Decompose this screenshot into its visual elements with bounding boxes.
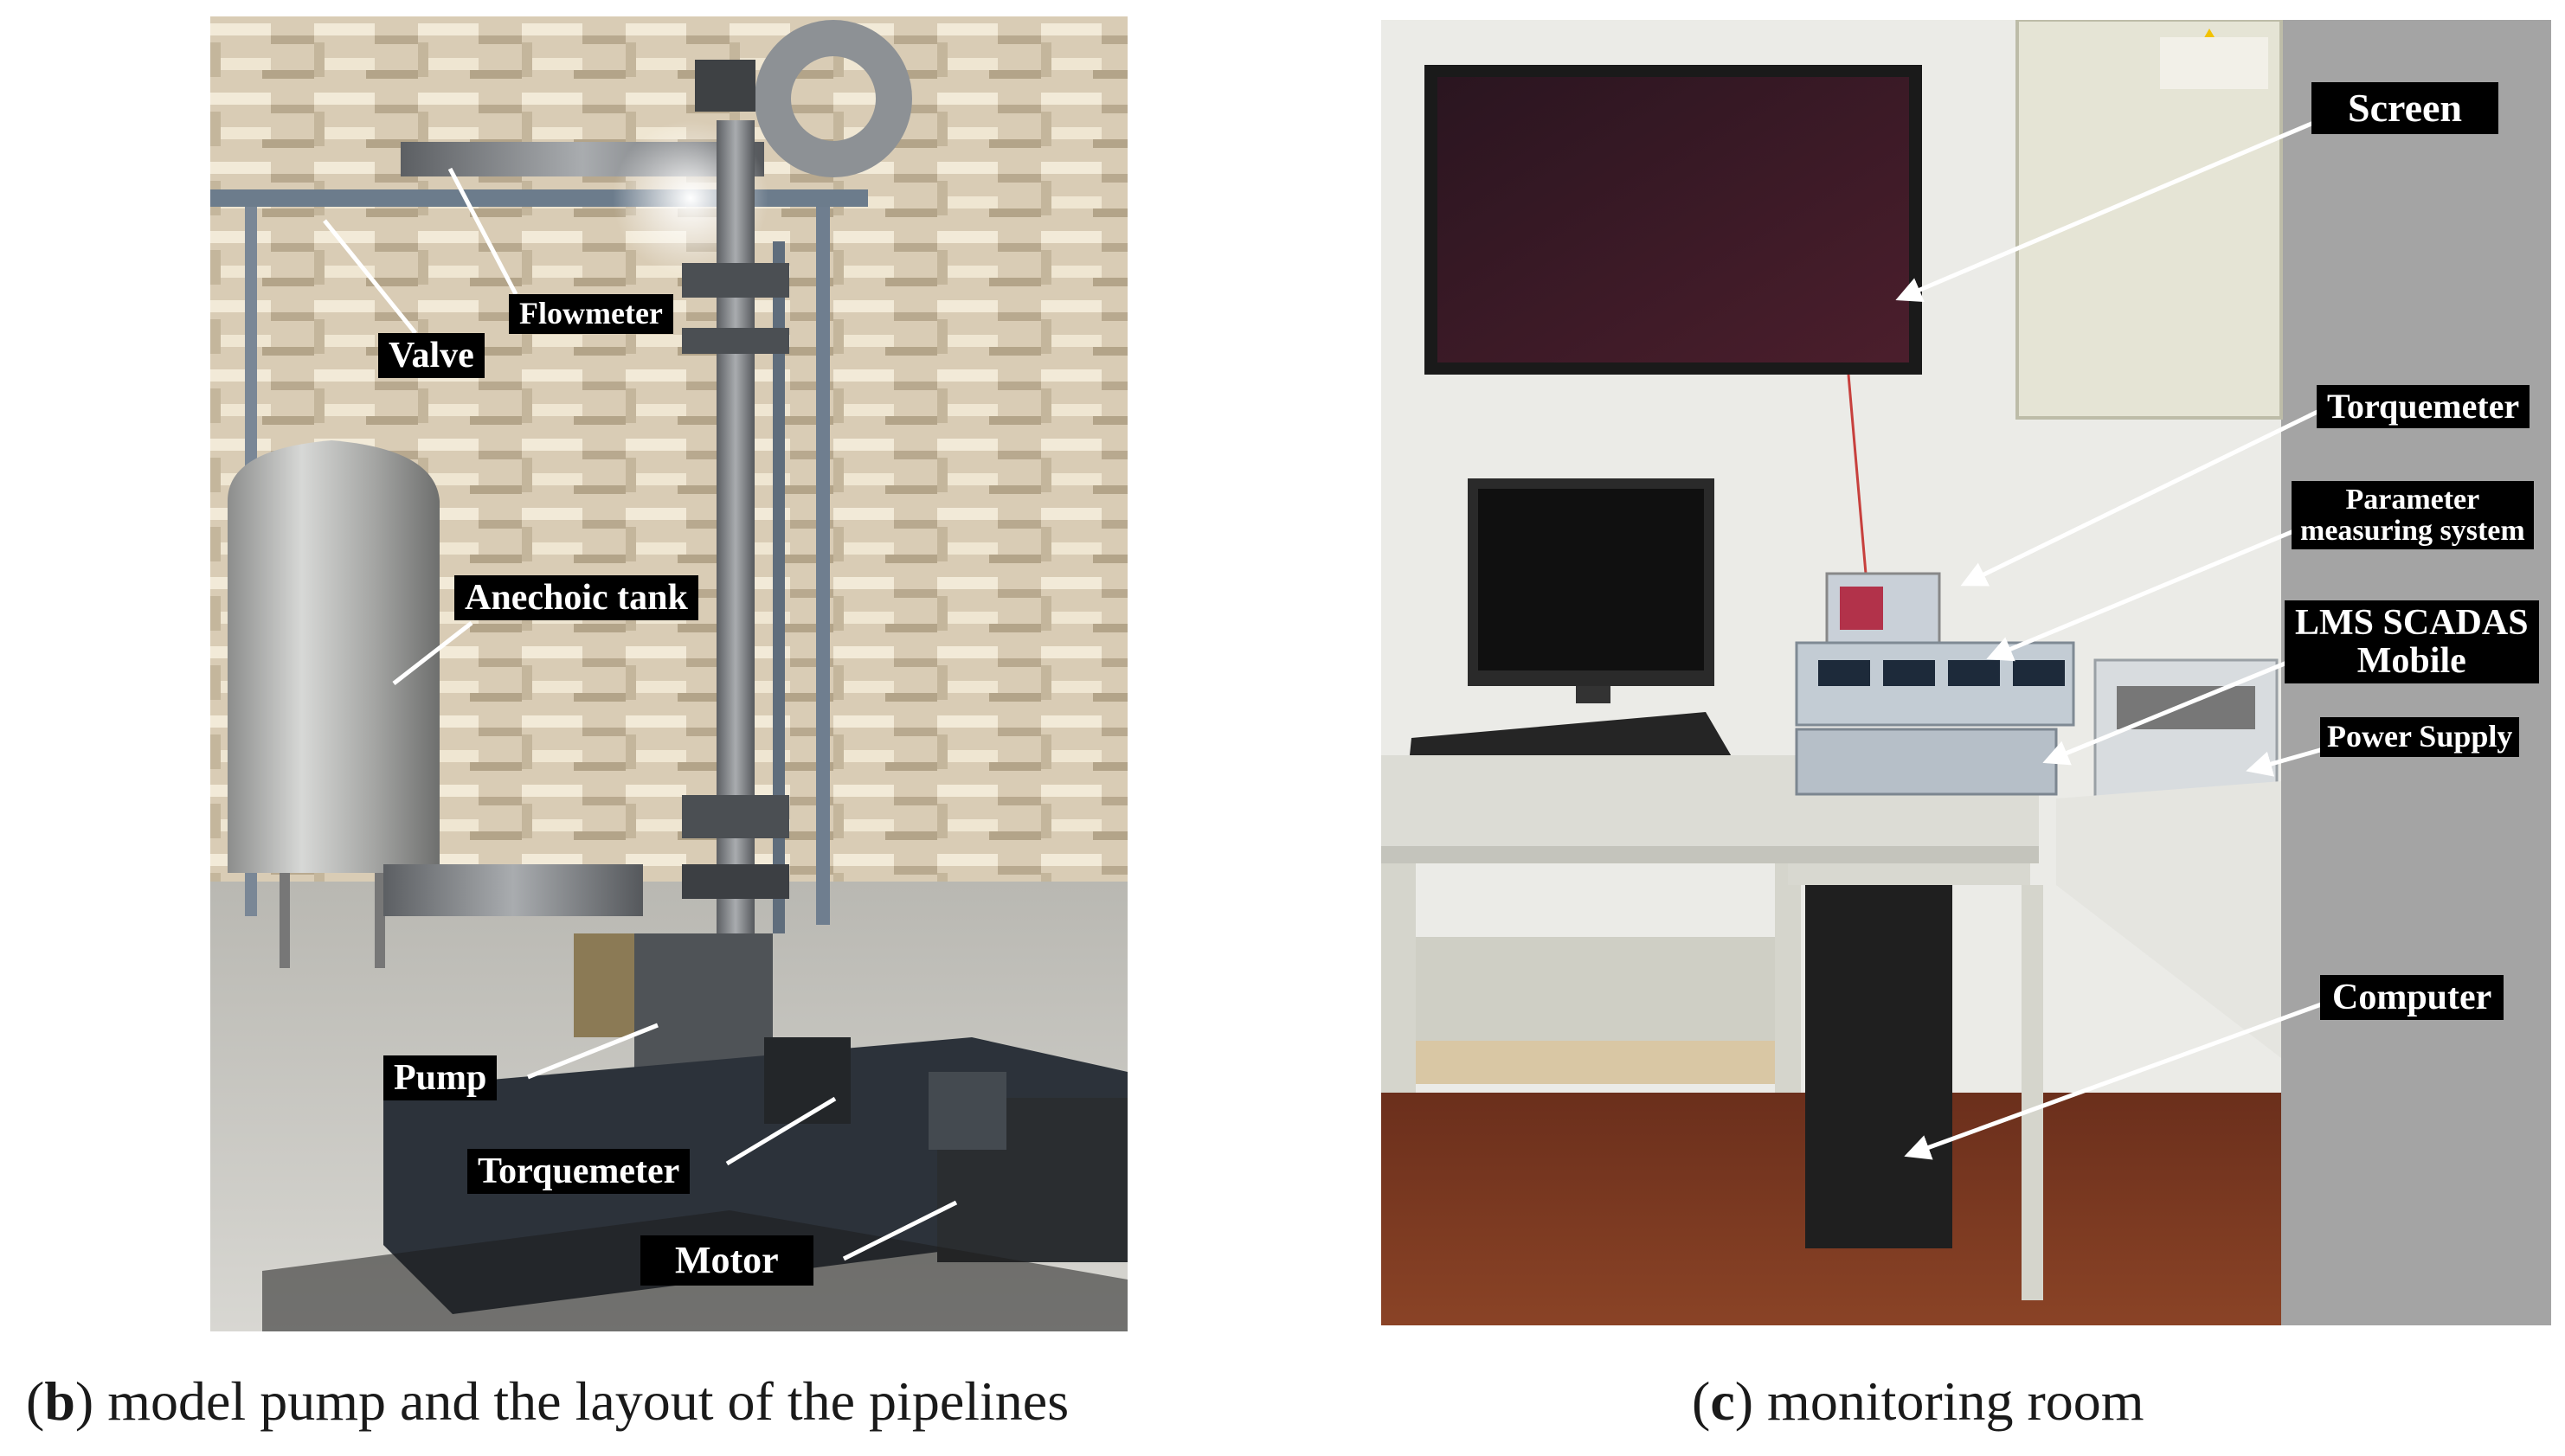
- valve-label: Valve: [378, 333, 485, 379]
- computer-label: Computer: [2320, 975, 2504, 1021]
- torquemeter-c-label: Torquemeter: [2317, 385, 2530, 428]
- flowmeter-label: Flowmeter: [509, 294, 673, 334]
- caption-c-letter: c: [1710, 1370, 1735, 1432]
- pump-scene-illustration: [210, 16, 1128, 1331]
- parameter-measuring-label: Parameter measuring system: [2292, 481, 2534, 550]
- screen-label: Screen: [2311, 82, 2499, 135]
- caption-b-letter: b: [44, 1370, 75, 1432]
- pump-photo: [210, 16, 1128, 1331]
- motor-label: Motor: [640, 1235, 813, 1286]
- lms-scadas-label: LMS SCADAS Mobile: [2285, 600, 2539, 684]
- torquemeter-b-label: Torquemeter: [467, 1149, 691, 1195]
- anechoic-tank-label: Anechoic tank: [454, 575, 698, 621]
- parameter-label-line2: measuring system: [2300, 514, 2525, 547]
- lms-label-line2: Mobile: [2356, 641, 2466, 682]
- pump-label: Pump: [383, 1055, 498, 1101]
- caption-c-text: monitoring room: [1767, 1370, 2144, 1432]
- parameter-label-line1: Parameter: [2345, 484, 2480, 516]
- caption-b-text: model pump and the layout of the pipelin…: [107, 1370, 1070, 1432]
- power-supply-label: Power Supply: [2320, 717, 2520, 757]
- caption-b: (b) model pump and the layout of the pip…: [26, 1370, 1070, 1432]
- lms-label-line1: LMS SCADAS: [2295, 603, 2529, 643]
- caption-c: (c) monitoring room: [1692, 1370, 2144, 1432]
